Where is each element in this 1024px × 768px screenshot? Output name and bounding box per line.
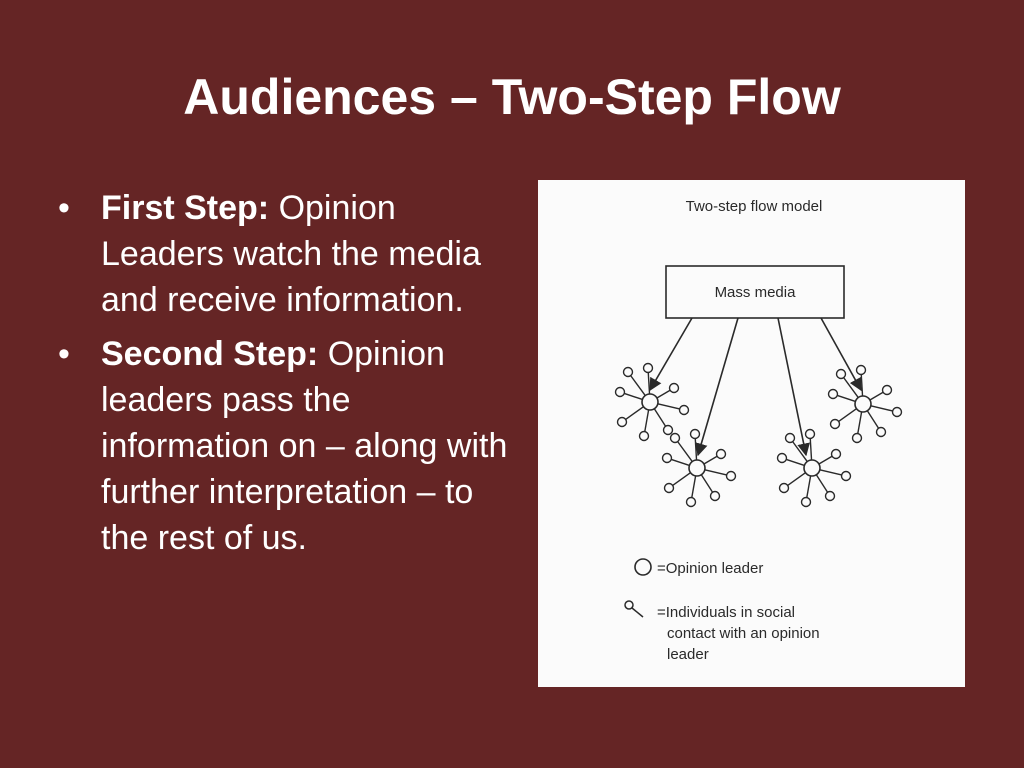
individual-node (804, 428, 816, 440)
legend-opinion-leader: =Opinion leader (657, 560, 763, 577)
social-contact-link (806, 475, 812, 498)
social-contact-link (671, 458, 690, 467)
social-contact-link (625, 406, 644, 420)
opinion-leader-legend-icon (634, 558, 652, 576)
individual-node (616, 416, 628, 428)
individual-node (835, 368, 847, 380)
arrow-to-leader-3 (777, 317, 810, 457)
social-contact-link (694, 438, 698, 461)
social-contact-link (691, 475, 697, 498)
individual-node (875, 426, 887, 438)
social-contact-link (815, 474, 829, 493)
individual-node (829, 418, 841, 430)
individual-node (709, 490, 721, 502)
individual-node (840, 470, 852, 482)
individual-node (662, 424, 674, 436)
individual-node (855, 364, 867, 376)
social-contact-link (870, 405, 893, 412)
social-contact-link (644, 409, 650, 432)
individual-node (715, 448, 727, 460)
social-contact-link (703, 455, 718, 465)
opinion-leader-clusters (614, 362, 903, 508)
slide-title: Audiences – Two-Step Flow (183, 69, 841, 125)
social-contact-link (860, 374, 864, 397)
diagram-canvas: Two-step flow model Mass media =Opinion … (614, 198, 903, 663)
legend-individuals-line-2: contact with an opinion (667, 625, 820, 642)
arrow-to-leader-1 (649, 317, 693, 392)
arrow-to-leader-4 (820, 317, 862, 392)
individual-node (669, 432, 681, 444)
opinion-leader-cluster-2 (661, 428, 737, 508)
social-contact-link (837, 394, 856, 403)
mass-media-label: Mass media (715, 284, 797, 301)
diagram-title: Two-step flow model (686, 198, 823, 215)
individual-node (824, 490, 836, 502)
social-contact-link (857, 411, 863, 434)
arrow-to-leader-2 (695, 317, 739, 457)
individual-node (689, 428, 701, 440)
social-contact-link (624, 392, 643, 401)
bullet-icon: • (58, 335, 70, 373)
social-contact-link (787, 472, 806, 486)
social-contact-link (647, 372, 651, 395)
social-contact-link (866, 410, 880, 429)
social-contact-link (656, 389, 671, 399)
bullet-heading: First Step: (101, 189, 270, 227)
opinion-leader-cluster-3 (776, 428, 852, 508)
social-contact-link (677, 441, 693, 462)
social-contact-link (869, 391, 884, 401)
bullet-list: • First Step: Opinion Leaders watch the … (58, 185, 518, 569)
social-contact-link (786, 458, 805, 467)
social-contact-link (657, 403, 680, 410)
individual-node (881, 384, 893, 396)
bullet-heading: Second Step: (101, 335, 319, 373)
individual-node (685, 496, 697, 508)
mass-media-box (665, 265, 845, 319)
social-contact-link (704, 469, 727, 476)
legend-individuals-line-1: =Individuals in social (657, 604, 795, 621)
two-step-flow-diagram: Two-step flow model Mass media =Opinion … (538, 180, 965, 687)
opinion-leader-cluster-4 (827, 364, 903, 444)
bullet-icon: • (58, 189, 70, 227)
social-contact-link (792, 441, 808, 462)
social-contact-link (700, 474, 714, 493)
opinion-leader-node (641, 393, 659, 411)
opinion-leader-node (803, 459, 821, 477)
individual-node (851, 432, 863, 444)
individual-node (668, 382, 680, 394)
individual-node (638, 430, 650, 442)
social-contact-link (809, 438, 813, 461)
individual-node (678, 404, 690, 416)
social-contact-link (843, 377, 859, 398)
individual-node (830, 448, 842, 460)
bullet-item-second-step: • Second Step: Opinion leaders pass the … (58, 331, 518, 561)
bullet-text: Opinion Leaders watch the media and rece… (101, 189, 481, 319)
social-contact-link (819, 469, 842, 476)
individual-node (622, 366, 634, 378)
opinion-leader-node (688, 459, 706, 477)
individual-node (776, 452, 788, 464)
individual-node (642, 362, 654, 374)
individual-node (725, 470, 737, 482)
individual-legend-icon (624, 600, 644, 618)
opinion-leader-cluster-1 (614, 362, 690, 442)
bullet-text: Opinion leaders pass the information on … (101, 335, 508, 557)
social-contact-link (630, 375, 646, 396)
bullet-item-first-step: • First Step: Opinion Leaders watch the … (58, 185, 518, 323)
individual-node (800, 496, 812, 508)
social-contact-link (838, 408, 857, 422)
individual-node (778, 482, 790, 494)
opinion-leader-node (854, 395, 872, 413)
individual-node (827, 388, 839, 400)
social-contact-link (653, 408, 667, 427)
legend-individuals-line-3: leader (667, 646, 709, 663)
social-contact-link (672, 472, 691, 486)
individual-node (663, 482, 675, 494)
individual-node (784, 432, 796, 444)
individual-node (614, 386, 626, 398)
individual-node (891, 406, 903, 418)
social-contact-link (818, 455, 833, 465)
individual-node (661, 452, 673, 464)
